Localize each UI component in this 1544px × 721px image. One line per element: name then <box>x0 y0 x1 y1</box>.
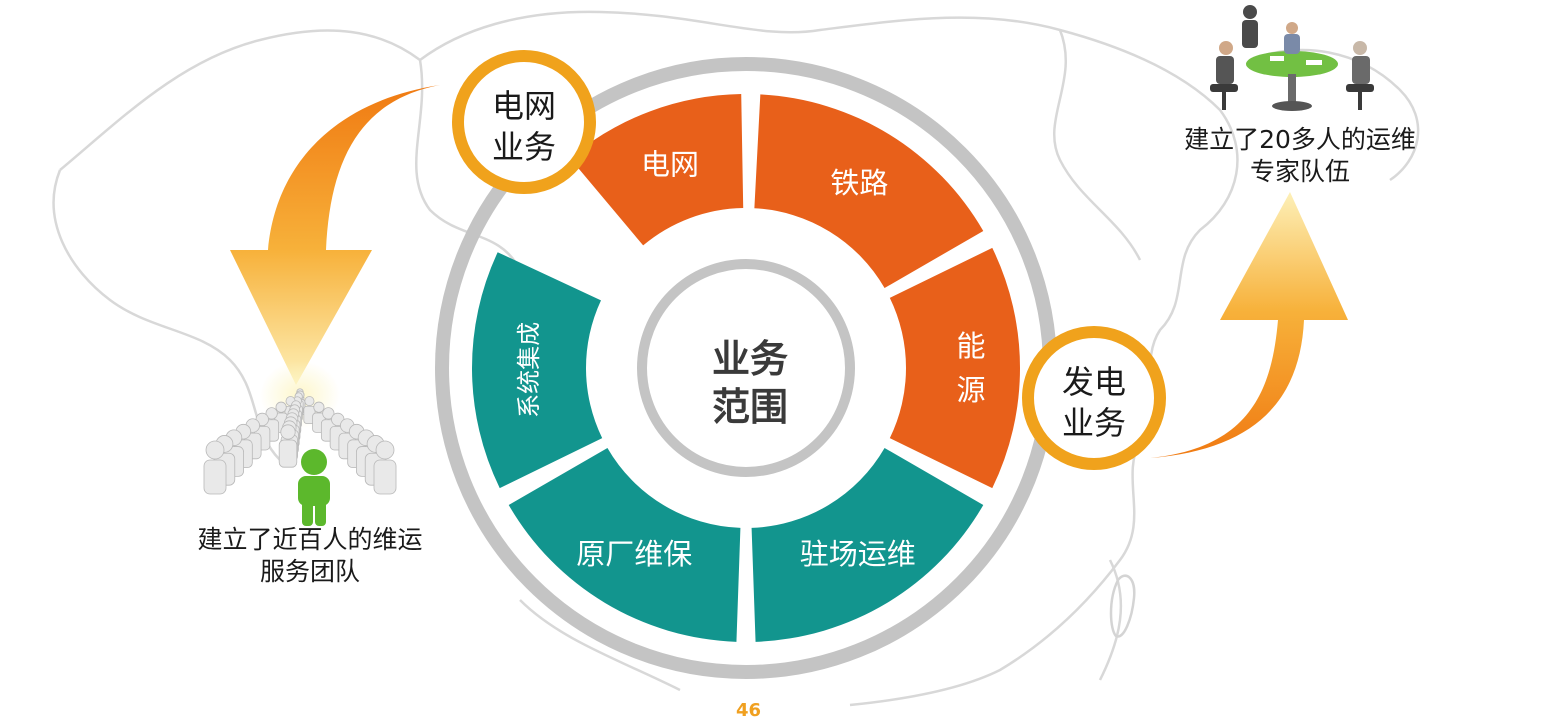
right-curved-arrow <box>1150 192 1348 458</box>
page-number: 46 <box>736 700 762 721</box>
caption-right-team: 建立了20多人的运维 专家队伍 <box>1160 124 1440 188</box>
badge-power-line2: 业务 <box>1062 404 1126 442</box>
caption-left-line1: 建立了近百人的维运 <box>197 525 423 554</box>
left-curved-arrow <box>230 85 440 385</box>
center-label-line2: 范围 <box>712 385 788 429</box>
segment-energy-label: 能源 <box>956 329 985 407</box>
taiwan-island <box>1109 574 1136 638</box>
badge-grid-business: 电网 业务 <box>452 50 596 194</box>
segment-grid-label: 电网 <box>641 148 699 182</box>
badge-grid-line2: 业务 <box>492 128 556 166</box>
inner-gray-ring <box>637 259 855 477</box>
badge-grid-line1: 电网 <box>492 87 556 125</box>
segment-oem-maintenance <box>508 448 741 642</box>
segment-system-integration <box>471 252 603 489</box>
segment-system-integration-label: 系统集成 <box>515 322 543 418</box>
caption-right-line2: 专家队伍 <box>1249 157 1350 186</box>
crowd-person <box>264 407 280 442</box>
segment-onsite-ops-label: 驻场运维 <box>800 537 916 571</box>
crowd-person <box>373 440 397 495</box>
badge-power-business: 发电 业务 <box>1022 326 1166 470</box>
segment-oem-maintenance-label: 原厂维保 <box>576 537 692 571</box>
center-label: 业务 范围 <box>712 337 788 429</box>
crowd-person <box>278 424 298 468</box>
team-leader-figure <box>298 449 330 526</box>
caption-left-line2: 服务团队 <box>259 557 360 586</box>
crowd-person <box>203 440 227 495</box>
badge-power-line1: 发电 <box>1062 363 1126 401</box>
team-people-illustration <box>203 361 397 526</box>
segment-railway <box>754 94 984 288</box>
segment-railway-label: 铁路 <box>830 166 888 200</box>
segment-energy <box>889 247 1020 489</box>
caption-right-line1: 建立了20多人的运维 <box>1184 125 1416 154</box>
caption-left-team: 建立了近百人的维运 服务团队 <box>170 524 450 588</box>
center-label-line1: 业务 <box>712 337 788 381</box>
meeting-illustration <box>1210 5 1374 111</box>
crowd-figures <box>203 388 397 495</box>
segment-grid <box>569 94 744 246</box>
segment-onsite-ops <box>751 448 984 642</box>
